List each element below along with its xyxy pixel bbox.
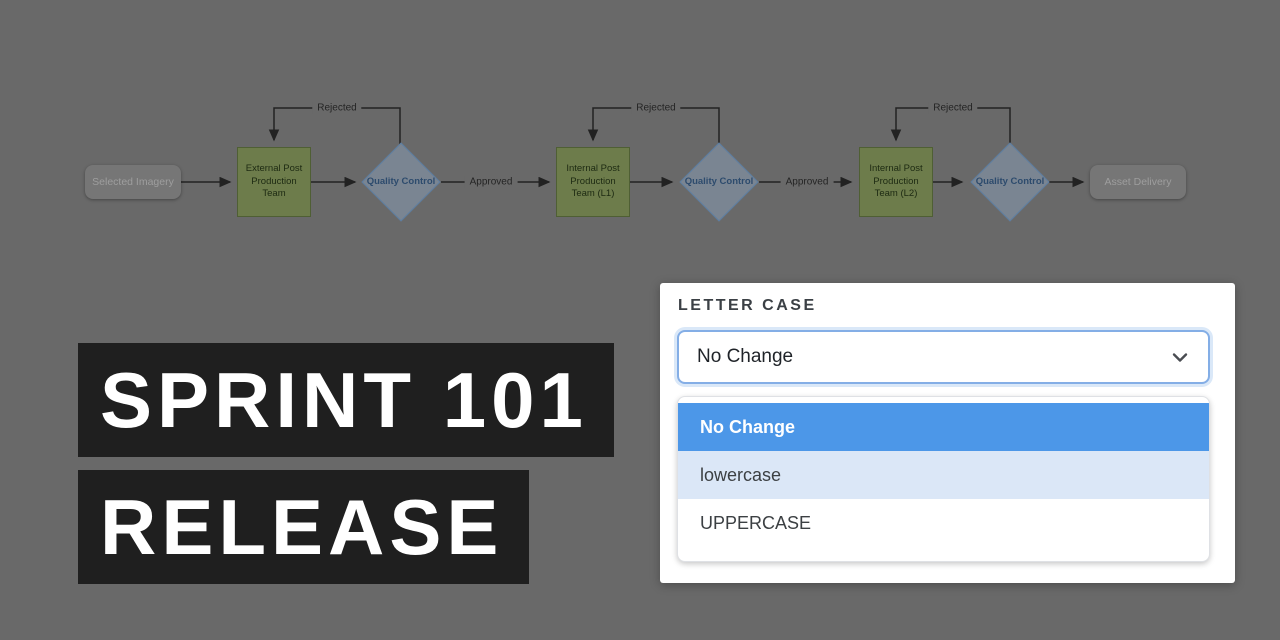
edge-label-rejected-1: Rejected bbox=[312, 101, 362, 115]
edge-label-approved-1: Approved bbox=[464, 175, 518, 189]
node-label: External Post Production Team bbox=[245, 162, 303, 200]
option-no-change[interactable]: No Change bbox=[678, 403, 1209, 451]
letter-case-panel: LETTER CASE No Change No Change lowercas… bbox=[660, 283, 1235, 583]
option-uppercase[interactable]: UPPERCASE bbox=[678, 499, 1209, 547]
node-quality-control-3: Quality Control bbox=[970, 142, 1050, 222]
option-label: lowercase bbox=[700, 464, 782, 485]
headline-text: SPRINT 101 bbox=[100, 356, 588, 444]
letter-case-select[interactable]: No Change bbox=[677, 330, 1210, 384]
option-label: UPPERCASE bbox=[700, 512, 812, 533]
node-internal-post-production-l2: Internal Post Production Team (L2) bbox=[859, 147, 933, 217]
node-label: Quality Control bbox=[366, 175, 436, 187]
node-label: Internal Post Production Team (L1) bbox=[566, 162, 620, 200]
letter-case-options: No Change lowercase UPPERCASE bbox=[677, 396, 1210, 562]
node-external-post-production: External Post Production Team bbox=[237, 147, 311, 217]
edge-label-rejected-3: Rejected bbox=[928, 101, 978, 115]
headline-sprint-101: SPRINT 101 bbox=[78, 343, 614, 457]
node-label: Asset Delivery bbox=[1104, 176, 1172, 188]
node-quality-control-2: Quality Control bbox=[679, 142, 759, 222]
select-value: No Change bbox=[697, 346, 794, 367]
edge-label-rejected-2: Rejected bbox=[631, 101, 681, 115]
node-quality-control-1: Quality Control bbox=[361, 142, 441, 222]
headline-text: RELEASE bbox=[100, 483, 504, 571]
node-internal-post-production-l1: Internal Post Production Team (L1) bbox=[556, 147, 630, 217]
edge-label-approved-2: Approved bbox=[780, 175, 834, 189]
node-label: Quality Control bbox=[684, 175, 754, 187]
letter-case-label: LETTER CASE bbox=[678, 297, 817, 314]
option-lowercase[interactable]: lowercase bbox=[678, 451, 1209, 499]
node-asset-delivery: Asset Delivery bbox=[1090, 165, 1186, 199]
node-label: Internal Post Production Team (L2) bbox=[869, 162, 923, 200]
option-label: No Change bbox=[700, 416, 796, 437]
node-label: Quality Control bbox=[975, 175, 1045, 187]
headline-release: RELEASE bbox=[78, 470, 530, 584]
node-label: Selected Imagery bbox=[92, 176, 174, 188]
node-selected-imagery: Selected Imagery bbox=[85, 165, 181, 199]
chevron-down-icon bbox=[1172, 353, 1188, 362]
